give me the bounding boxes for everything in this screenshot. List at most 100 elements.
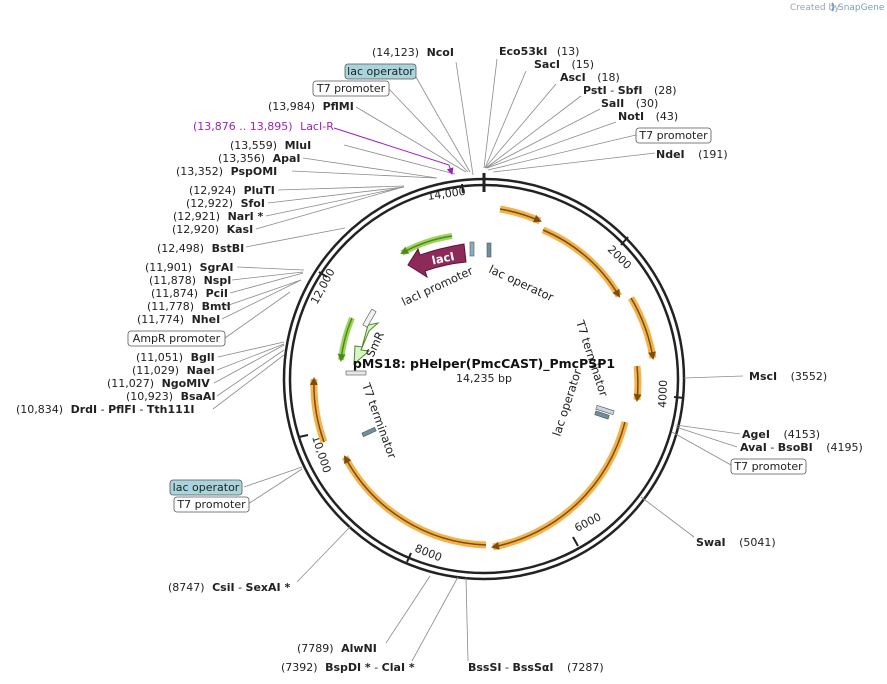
avai-position: (4195) bbox=[826, 441, 863, 454]
boxed-t7-promoter-1[interactable]: T7 promoter bbox=[312, 80, 390, 97]
leader-psti bbox=[485, 95, 582, 169]
site-pspomi[interactable]: (13,352) PspOMI bbox=[176, 165, 277, 178]
site-alwni[interactable]: (7789) AlwNI bbox=[297, 642, 377, 655]
boxed-ampr-promoter[interactable]: AmpR promoter bbox=[127, 330, 226, 347]
boxed-lac-operator-top[interactable]: lac operator bbox=[344, 63, 417, 80]
site-csii[interactable]: (8747) CsiI - SexAI * bbox=[168, 581, 290, 594]
snapgene-brand-text: SnapGene bbox=[838, 3, 885, 13]
svg-text:SacI (15): SacI (15) bbox=[534, 58, 594, 71]
orange-arc-6 bbox=[344, 455, 487, 546]
tick-mark-2000 bbox=[620, 236, 629, 246]
site-sgrai[interactable]: (11,901) SgrAI bbox=[145, 261, 233, 274]
snapgene-logo: SnapGene bbox=[831, 2, 885, 13]
svg-text:PstI - SbfI: PstI - SbfI (28) bbox=[583, 84, 677, 97]
site-msci[interactable]: MscI (3552) bbox=[749, 370, 827, 383]
site-ncoi[interactable]: (14,123) NcoI bbox=[372, 46, 454, 59]
leader-nari bbox=[265, 186, 405, 217]
site-bstbi[interactable]: (12,498) BstBI bbox=[157, 242, 244, 255]
svg-text:(10,834) DrdI -: (10,834) DrdI - PflFI - Tth111I bbox=[16, 403, 195, 416]
site-apai[interactable]: (13,356) ApaI bbox=[218, 152, 300, 165]
lac-operator-label-top: lac operator bbox=[487, 262, 556, 304]
orange-arc-3 bbox=[630, 297, 656, 360]
boxed-t7-promoter-2-text: T7 promoter bbox=[638, 129, 708, 142]
svg-text:(8747) CsiI -: (8747) CsiI - SexAI * bbox=[168, 581, 290, 594]
laci-r-name: LacI-R bbox=[300, 120, 334, 133]
sfoi-position: (12,922) bbox=[186, 197, 233, 210]
site-swai[interactable]: SwaI (5041) bbox=[696, 536, 776, 549]
boxed-t7-promoter-3[interactable]: T7 promoter bbox=[730, 458, 807, 475]
bspdi-name: BspDI * bbox=[325, 661, 371, 674]
leader-sfoi bbox=[267, 186, 405, 204]
site-mlui[interactable]: (13,559) MluI bbox=[230, 139, 311, 152]
site-sfoi[interactable]: (12,922) SfoI bbox=[186, 197, 265, 210]
site-bsaai[interactable]: (10,923) BsaAI bbox=[126, 390, 216, 403]
svg-text:(11,878) NspI: (11,878) NspI bbox=[149, 274, 231, 287]
site-bsssi[interactable]: BssSI - BssSαI (7287) bbox=[468, 661, 604, 674]
site-nhei[interactable]: (11,774) NheI bbox=[137, 313, 220, 326]
pspomi-name: PspOMI bbox=[231, 165, 278, 178]
primer-laci-r[interactable]: (13,876 .. 13,895) LacI-R bbox=[193, 120, 334, 133]
tick-mark-10000 bbox=[298, 434, 309, 438]
site-sali[interactable]: SalI (30) bbox=[601, 97, 658, 110]
site-noti[interactable]: NotI (43) bbox=[618, 110, 678, 123]
boxed-t7-promoter-4-box bbox=[173, 496, 250, 513]
site-kasi[interactable]: (12,920) KasI bbox=[172, 223, 253, 236]
svg-text:(12,924) PluTI: (12,924) PluTI bbox=[189, 184, 275, 197]
pluti-position: (12,924) bbox=[189, 184, 236, 197]
msci-name: MscI bbox=[749, 370, 777, 383]
site-drdi[interactable]: (10,834) DrdI - PflFI - Tth111I bbox=[16, 403, 195, 416]
svg-text:Eco53kI (13): Eco53kI (13) bbox=[499, 45, 579, 58]
alwni-position: (7789) bbox=[297, 642, 334, 655]
leader-t7p4 bbox=[247, 468, 303, 505]
csii-name: CsiI bbox=[212, 581, 234, 594]
svg-text:(13,352) PspOMI: (13,352) PspOMI bbox=[176, 165, 277, 178]
nari-position: (12,921) bbox=[173, 210, 220, 223]
leader-pflmi bbox=[355, 106, 467, 173]
site-agei[interactable]: AgeI (4153) bbox=[742, 428, 820, 441]
site-eco53ki[interactable]: Eco53kI (13) bbox=[499, 45, 579, 58]
site-ndei[interactable]: NdeI (191) bbox=[656, 148, 728, 161]
site-ngomiv[interactable]: (11,027) NgoMIV bbox=[107, 377, 210, 390]
psti-name: PstI bbox=[583, 84, 607, 97]
site-asci[interactable]: AscI (18) bbox=[560, 71, 620, 84]
svg-text:(12,922) SfoI: (12,922) SfoI bbox=[186, 197, 265, 210]
sali-position: (30) bbox=[636, 97, 659, 110]
tick-label-2000: 2000 bbox=[605, 243, 634, 272]
site-nspi[interactable]: (11,878) NspI bbox=[149, 274, 231, 287]
boxed-t7-promoter-4[interactable]: T7 promoter bbox=[173, 496, 250, 513]
boxed-lac-operator-bottom[interactable]: lac operator bbox=[169, 479, 243, 496]
site-naei[interactable]: (11,029) NaeI bbox=[132, 364, 215, 377]
sgrai-name: SgrAI bbox=[200, 261, 234, 274]
pcii-name: PciI bbox=[206, 287, 228, 300]
site-pflmi[interactable]: (13,984) PflMI bbox=[268, 100, 354, 113]
svg-text:(11,778) BmtI: (11,778) BmtI bbox=[147, 300, 231, 313]
drdi-position: (10,834) bbox=[16, 403, 63, 416]
orange-arc-2 bbox=[542, 229, 621, 298]
backbone bbox=[282, 173, 686, 581]
site-bgli[interactable]: (11,051) BglI bbox=[136, 351, 215, 364]
lac-operator-mark-right bbox=[594, 410, 610, 420]
site-bspdi[interactable]: (7392) BspDI * - ClaI * bbox=[281, 661, 415, 674]
site-pcii[interactable]: (11,874) PciI bbox=[151, 287, 228, 300]
site-avai[interactable]: AvaI - BsoBI (4195) bbox=[740, 441, 863, 454]
site-nari[interactable]: (12,921) NarI * bbox=[173, 210, 264, 223]
site-psti[interactable]: PstI - SbfI (28) bbox=[583, 84, 677, 97]
bstbi-name: BstBI bbox=[212, 242, 245, 255]
site-bmti[interactable]: (11,778) BmtI bbox=[147, 300, 231, 313]
svg-text:MscI (3552): MscI (3552) bbox=[749, 370, 827, 383]
eco53ki-position: (13) bbox=[557, 45, 580, 58]
boxed-t7-promoter-2[interactable]: T7 promoter bbox=[635, 127, 712, 144]
svg-text:(13,356) ApaI: (13,356) ApaI bbox=[218, 152, 300, 165]
agei-position: (4153) bbox=[783, 428, 820, 441]
site-pluti[interactable]: (12,924) PluTI bbox=[189, 184, 275, 197]
boxed-lac-operator-bottom-text: lac operator bbox=[173, 481, 240, 494]
leader-avai bbox=[675, 426, 738, 448]
clai-name: ClaI * bbox=[382, 661, 415, 674]
boxed-t7-promoter-2-box bbox=[635, 127, 712, 144]
leader-ampr bbox=[224, 291, 291, 339]
sfoi-name: SfoI bbox=[241, 197, 265, 210]
site-saci[interactable]: SacI (15) bbox=[534, 58, 594, 71]
bsssai-name: BssSαI bbox=[512, 661, 553, 674]
leader-bstbi bbox=[245, 227, 346, 248]
